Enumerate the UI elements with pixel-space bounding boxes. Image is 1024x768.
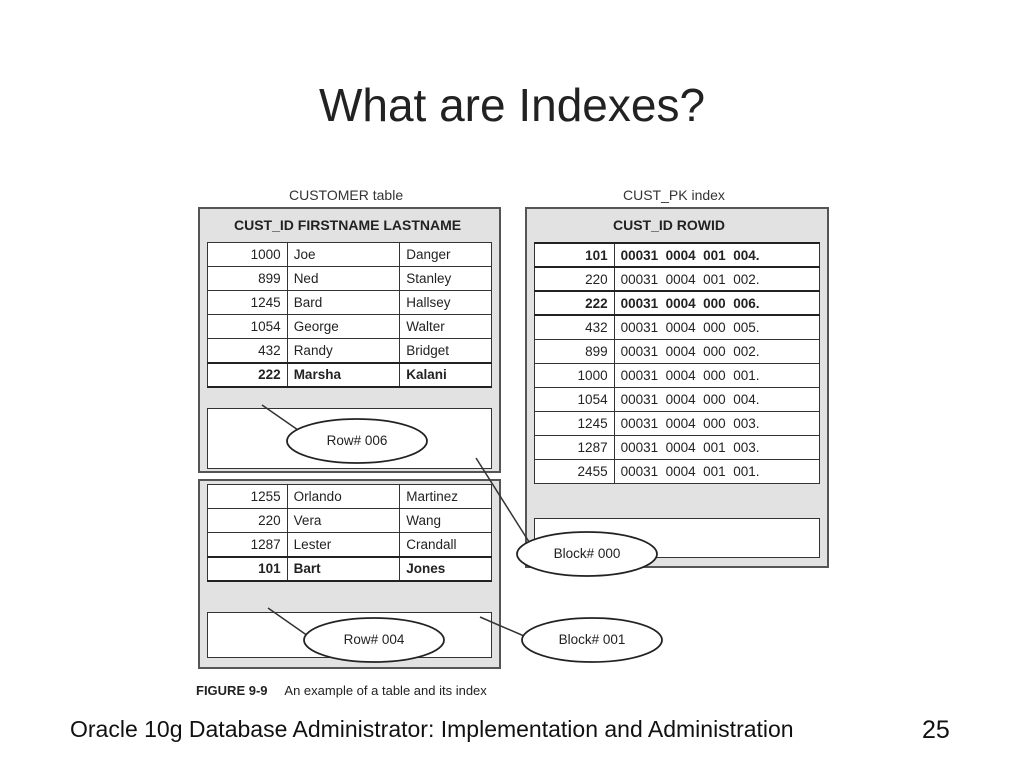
rowid-cell: 00031 0004 001 001. [613, 458, 821, 484]
index-cust-id-cell: 899 [534, 338, 615, 364]
lastname-cell: Walter [399, 314, 492, 339]
customer-table-caption: CUSTOMER table [289, 187, 404, 203]
firstname-cell: Randy [286, 338, 401, 363]
row-006-bubble [286, 418, 428, 464]
lastname-cell: Jones [399, 555, 492, 582]
customer-table-header: CUST_ID FIRSTNAME LASTNAME [234, 217, 462, 233]
block-000-label: Block# 000 [553, 546, 621, 561]
row-006-pointer [261, 404, 299, 431]
lastname-cell: Danger [399, 242, 492, 267]
block-001-bubble [521, 617, 663, 663]
firstname-cell: Bart [286, 555, 401, 582]
lastname-cell: Wang [399, 508, 492, 533]
row-006-label: Row# 006 [326, 433, 388, 448]
cust-id-cell: 1287 [207, 532, 288, 557]
firstname-cell: George [286, 314, 401, 339]
rowid-cell: 00031 0004 001 004. [613, 242, 821, 268]
index-cust-id-cell: 101 [534, 242, 615, 268]
index-cust-id-cell: 2455 [534, 458, 615, 484]
footer-course-title: Oracle 10g Database Administrator: Imple… [70, 716, 794, 742]
index-cust-id-cell: 1000 [534, 362, 615, 388]
index-table-header: CUST_ID ROWID [613, 217, 725, 233]
cust-id-cell: 1000 [207, 242, 288, 267]
rowid-cell: 00031 0004 001 002. [613, 266, 821, 292]
row-004-label: Row# 004 [343, 632, 405, 647]
index-cust-id-cell: 220 [534, 266, 615, 292]
row-004-pointer [267, 607, 309, 637]
rowid-cell: 00031 0004 000 004. [613, 386, 821, 412]
row-004-bubble [303, 617, 445, 663]
firstname-cell: Ned [286, 266, 401, 291]
cust-id-cell: 899 [207, 266, 288, 291]
index-cust-id-cell: 1054 [534, 386, 615, 412]
slide-title: What are Indexes? [318, 79, 706, 131]
lastname-cell: Kalani [399, 361, 492, 388]
firstname-cell: Joe [286, 242, 401, 267]
block-001-label: Block# 001 [558, 632, 626, 647]
rowid-cell: 00031 0004 001 003. [613, 434, 821, 460]
figure-caption-text: An example of a table and its index [284, 683, 487, 698]
cust-id-cell: 101 [207, 555, 288, 582]
cust-id-cell: 222 [207, 361, 288, 388]
index-cust-id-cell: 222 [534, 290, 615, 316]
block-000-bubble [516, 531, 658, 577]
index-cust-id-cell: 1287 [534, 434, 615, 460]
firstname-cell: Marsha [286, 361, 401, 388]
cust-id-cell: 1255 [207, 484, 288, 509]
rowid-cell: 00031 0004 000 002. [613, 338, 821, 364]
block-000-pointer [475, 457, 532, 546]
lastname-cell: Stanley [399, 266, 492, 291]
rowid-cell: 00031 0004 000 005. [613, 314, 821, 340]
index-cust-id-cell: 1245 [534, 410, 615, 436]
rowid-cell: 00031 0004 000 006. [613, 290, 821, 316]
lastname-cell: Crandall [399, 532, 492, 557]
firstname-cell: Vera [286, 508, 401, 533]
index-table-caption: CUST_PK index [623, 187, 725, 203]
page-number: 25 [922, 716, 950, 744]
figure-caption: FIGURE 9-9 An example of a table and its… [196, 683, 487, 698]
block-001-pointer [479, 616, 525, 637]
figure-label: FIGURE 9-9 [196, 683, 268, 698]
